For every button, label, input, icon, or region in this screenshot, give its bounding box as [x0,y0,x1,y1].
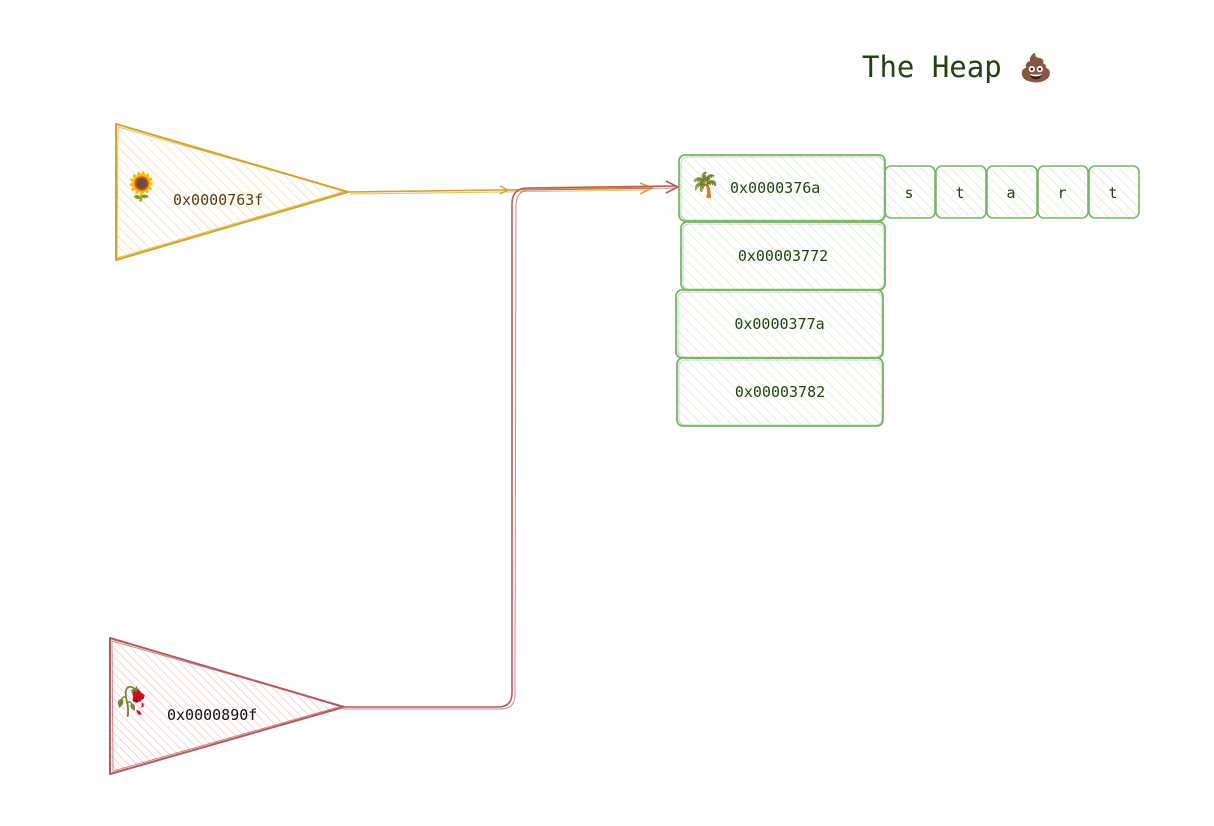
poop-icon: 💩 [1019,53,1053,84]
pointer-triangle-2 [109,637,345,775]
arrow-pointer-2 [344,180,680,710]
char-box-3 [986,165,1038,219]
char-r: r [1057,184,1067,202]
char-a: a [1006,184,1016,202]
pointer-1-address: 0x0000763f [173,191,264,209]
pointer-2-address: 0x0000890f [167,706,258,724]
heap-cell-4-address: 0x00003782 [734,383,826,401]
palm-tree-icon: 🌴 [690,171,720,199]
heap-cell-1 [678,154,886,222]
heap-cell-2-address: 0x00003772 [737,247,829,265]
char-box-5 [1088,165,1140,219]
char-s: s [904,184,914,202]
heap-cell-2 [680,221,886,291]
wilted-rose-icon: 🥀 [114,685,149,718]
pointer-triangle-1 [115,123,349,261]
heap-title-text: The Heap [862,50,1002,84]
char-t-1: t [955,184,965,202]
char-box-2 [935,165,987,219]
heap-cell-3-address: 0x0000377a [734,315,825,333]
char-box-1 [884,165,936,219]
heap-cell-1-address: 0x0000376a [730,179,821,197]
heap-cell-4 [676,357,884,427]
sunflower-icon: 🌻 [124,170,159,203]
char-box-4 [1037,165,1089,219]
heap-title: The Heap 💩 [862,50,1053,84]
char-t-2: t [1108,184,1118,202]
